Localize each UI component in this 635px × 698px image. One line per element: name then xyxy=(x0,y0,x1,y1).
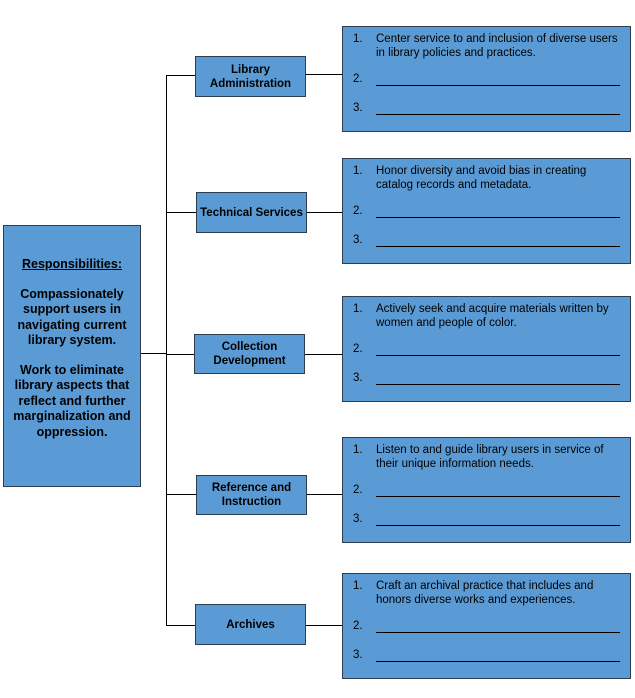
detail-connector-2 xyxy=(306,212,343,213)
detail-box-collection-development: 1. Actively seek and acquire materials w… xyxy=(342,296,631,402)
responsibility-eliminate: Work to eliminate library aspects that r… xyxy=(13,362,131,439)
blank-line xyxy=(376,371,620,385)
responsibility-support: Compassionately support users in navigat… xyxy=(17,286,127,348)
blank-line xyxy=(376,204,620,218)
category-technical-services: Technical Services xyxy=(196,192,307,233)
detail-connector-5 xyxy=(305,625,343,626)
branch-line-3 xyxy=(166,354,196,355)
blank-line xyxy=(376,72,620,86)
blank-line xyxy=(376,483,620,497)
detail-box-archives: 1. Craft an archival practice that inclu… xyxy=(342,573,631,679)
branch-line-5 xyxy=(166,625,196,626)
detail-box-technical-services: 1. Honor diversity and avoid bias in cre… xyxy=(342,158,631,264)
root-connector xyxy=(141,353,167,354)
branch-line-1 xyxy=(166,75,196,76)
responsibilities-heading: Responsibilities: xyxy=(21,257,123,271)
blank-line xyxy=(376,619,620,633)
detail-box-reference-instruction: 1. Listen to and guide library users in … xyxy=(342,437,631,543)
blank-line xyxy=(376,512,620,526)
branch-line-2 xyxy=(166,212,196,213)
category-label: Technical Services xyxy=(200,206,303,219)
detail-box-library-administration: 1. Center service to and inclusion of di… xyxy=(342,26,631,132)
detail-connector-3 xyxy=(304,354,343,355)
blank-line xyxy=(376,101,620,115)
blank-line xyxy=(376,233,620,247)
responsibilities-box: Responsibilities: Compassionately suppor… xyxy=(3,225,141,487)
category-label: Collection Development xyxy=(213,341,286,367)
category-reference-instruction: Reference and Instruction xyxy=(196,475,307,515)
category-archives: Archives xyxy=(195,604,306,645)
category-label: Library Administration xyxy=(209,63,292,90)
blank-line xyxy=(376,342,620,356)
category-label: Reference and Instruction xyxy=(211,482,292,508)
category-label: Archives xyxy=(226,618,275,631)
detail-connector-1 xyxy=(305,74,343,75)
trunk-line xyxy=(166,75,167,625)
blank-line xyxy=(376,648,620,662)
branch-line-4 xyxy=(166,494,196,495)
category-library-administration: Library Administration xyxy=(195,56,306,97)
category-collection-development: Collection Development xyxy=(194,334,305,374)
detail-connector-4 xyxy=(306,494,343,495)
